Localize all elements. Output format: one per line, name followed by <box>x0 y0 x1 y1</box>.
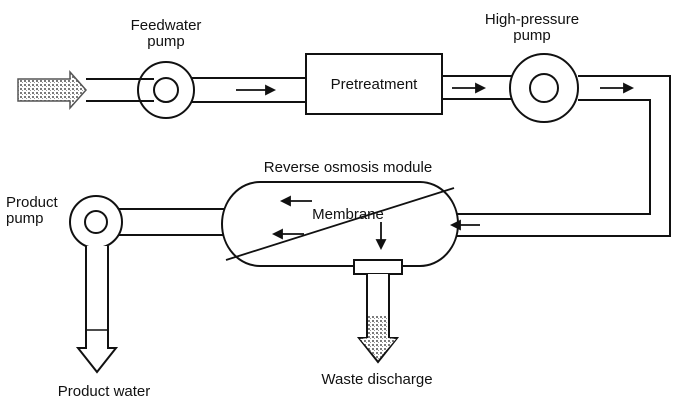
ro-module-label: Reverse osmosis module <box>263 159 433 176</box>
high-pressure-pump-label: High-pressure pump <box>485 12 579 44</box>
pipe-hp-to-ro-outer <box>446 75 671 237</box>
product-water-pipe <box>75 246 119 374</box>
product-pump-label-line2: pump <box>6 210 44 227</box>
pretreatment-box <box>305 53 443 115</box>
pipe-hp-to-ro-inner <box>446 99 651 215</box>
flow-arrow-5 <box>279 195 312 207</box>
flow-arrow-4 <box>449 219 480 231</box>
product-pump-label: Product pump <box>6 195 58 227</box>
product-pump-hub <box>84 210 108 234</box>
membrane-line <box>225 187 455 261</box>
high-pressure-pump-label-line1: High-pressure <box>484 11 580 28</box>
waste-cap <box>353 259 403 275</box>
high-pressure-pump-hub <box>529 73 559 103</box>
feedwater-pump-hub <box>153 77 179 103</box>
membrane-label: Membrane <box>312 206 384 223</box>
product-pump-label-line1: Product <box>6 194 58 211</box>
flow-arrow-3 <box>600 82 635 94</box>
feedwater-pump-label-line1: Feedwater <box>130 17 202 34</box>
waste-stipple <box>360 316 396 360</box>
feed-inlet-arrow <box>17 70 88 110</box>
waste-discharge-label: Waste discharge <box>321 371 433 388</box>
product-water-label: Product water <box>57 383 151 400</box>
flow-arrow-6 <box>271 228 304 240</box>
feedwater-pump-label: Feedwater pump <box>131 18 202 50</box>
feedwater-pump-label-line2: pump <box>147 33 185 50</box>
pretreatment-label: Pretreatment <box>330 76 418 93</box>
flow-arrow-7 <box>375 222 387 251</box>
flow-arrow-1 <box>236 84 277 96</box>
feedwater-pump-inlet <box>86 78 154 102</box>
high-pressure-pump-label-line2: pump <box>513 27 551 44</box>
flow-arrow-2 <box>452 82 487 94</box>
